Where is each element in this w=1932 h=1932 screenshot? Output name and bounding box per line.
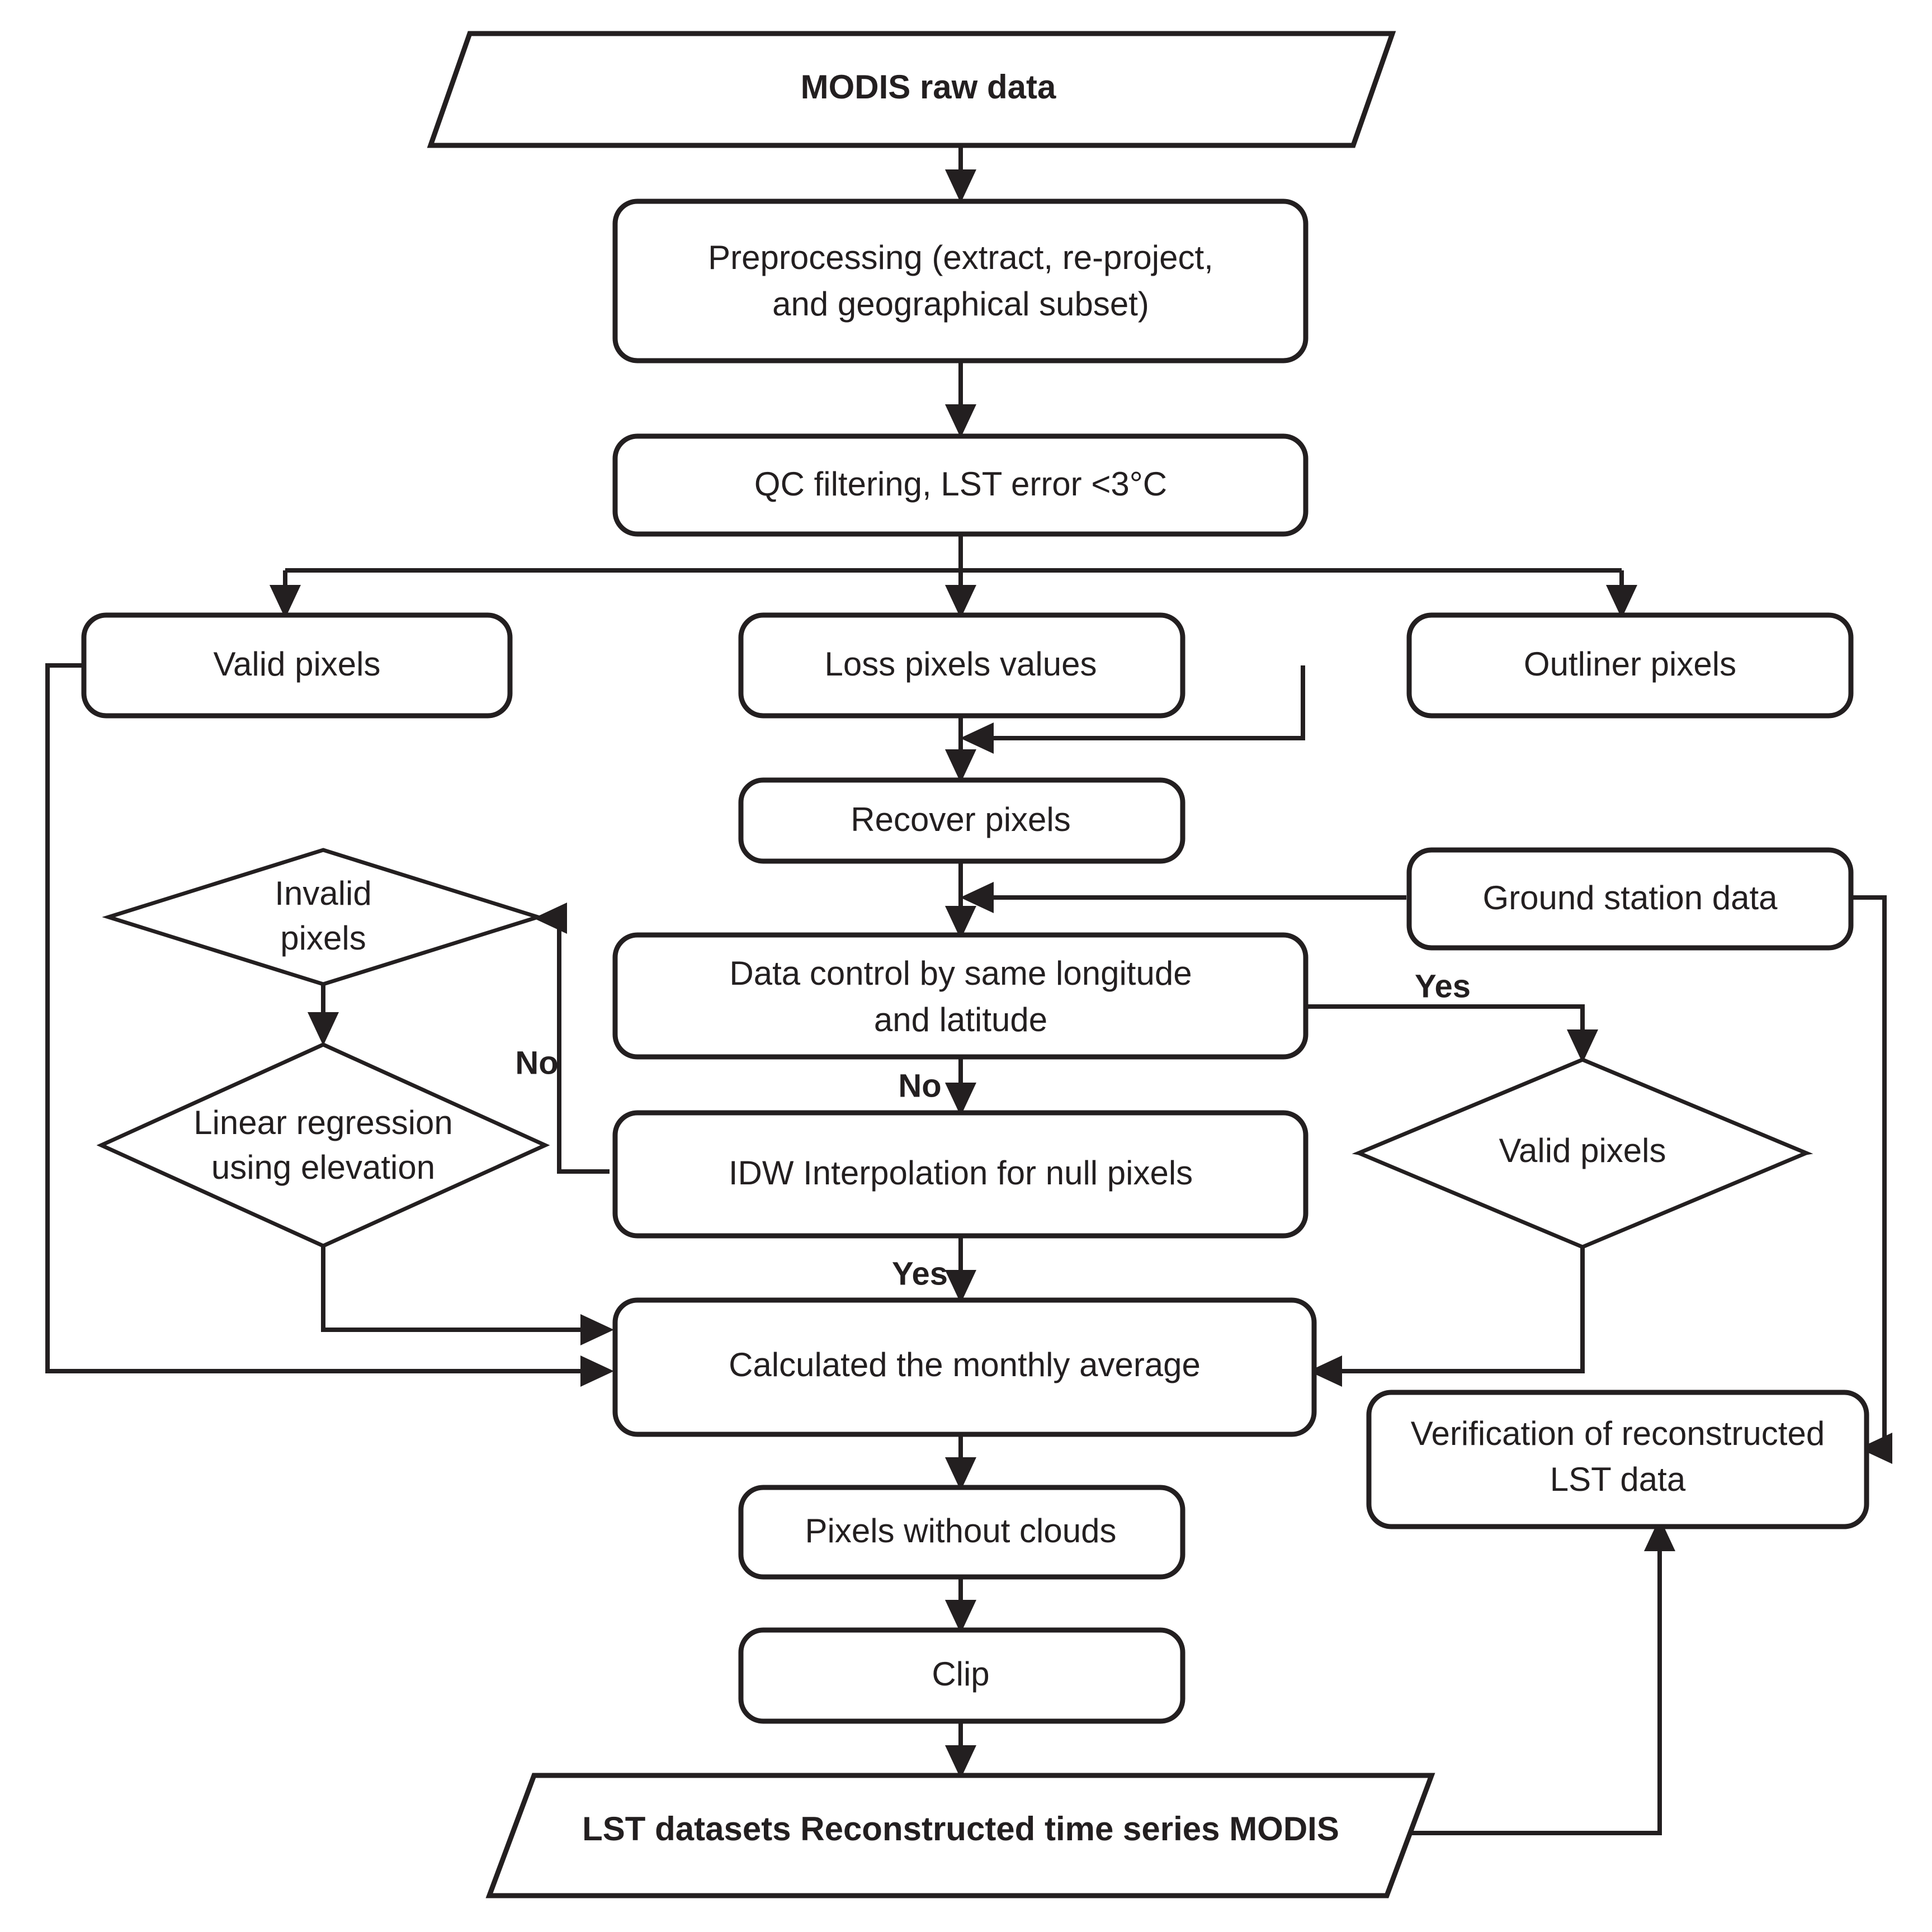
edge-datacontrol-yes-validdiamond xyxy=(1303,1004,1598,1063)
node-label-linear-regression-line2: using elevation xyxy=(211,1149,435,1186)
node-label-preprocessing-line2: and geographical subset) xyxy=(772,285,1149,323)
edge-linear-to-monthly xyxy=(321,1246,614,1345)
node-valid-pixels-box[interactable]: Valid pixels xyxy=(81,612,513,719)
node-recover-pixels[interactable]: Recover pixels xyxy=(738,777,1185,864)
edge-clouds-to-clip xyxy=(945,1577,976,1633)
edge-lst-to-verification xyxy=(1387,1518,1675,1835)
node-label-qc-filtering: QC filtering, LST error <3°C xyxy=(754,465,1167,503)
node-clip[interactable]: Clip xyxy=(738,1627,1185,1724)
node-label-verification-line2: LST data xyxy=(1550,1461,1686,1498)
edge-monthly-to-clouds xyxy=(945,1434,976,1491)
node-label-verification-line1: Verification of reconstructed xyxy=(1411,1415,1825,1452)
node-label-valid-pixels-box: Valid pixels xyxy=(213,645,380,683)
node-label-clip: Clip xyxy=(932,1655,989,1693)
node-idw-interpolation[interactable]: IDW Interpolation for null pixels xyxy=(612,1110,1309,1239)
node-qc-filtering[interactable]: QC filtering, LST error <3°C xyxy=(612,433,1309,537)
edge-ground-to-verification xyxy=(1851,895,1892,1464)
node-label-monthly-average: Calculated the monthly average xyxy=(729,1346,1201,1383)
edge-idw-yes-monthly xyxy=(945,1236,976,1303)
node-loss-pixels-values[interactable]: Loss pixels values xyxy=(738,612,1185,719)
edge-idw-no-invalidpixels xyxy=(533,903,610,1174)
node-label-modis-raw-data: MODIS raw data xyxy=(801,68,1056,106)
node-label-data-control-line1: Data control by same longitude xyxy=(729,955,1192,992)
node-label-lst-datasets: LST datasets Reconstructed time series M… xyxy=(582,1810,1339,1848)
edge-clip-to-lst xyxy=(945,1721,976,1779)
edge-outliner-to-loss xyxy=(960,665,1305,754)
edge-raw-to-preprocessing xyxy=(945,147,976,203)
node-outliner-pixels[interactable]: Outliner pixels xyxy=(1406,612,1854,719)
node-monthly-average[interactable]: Calculated the monthly average xyxy=(612,1297,1317,1437)
node-label-recover-pixels: Recover pixels xyxy=(851,801,1071,838)
node-valid-pixels-diamond[interactable]: Valid pixels xyxy=(1352,1057,1813,1249)
node-preprocessing[interactable]: Preprocessing (extract, re-project, and … xyxy=(612,199,1309,363)
edge-validdiamond-to-monthly xyxy=(1309,1191,1585,1387)
edge-loss-to-recover xyxy=(945,716,976,783)
node-modis-raw-data[interactable]: MODIS raw data xyxy=(427,31,1396,148)
node-linear-regression[interactable]: Linear regression using elevation xyxy=(96,1042,550,1248)
edge-label-yes-idw: Yes xyxy=(892,1255,948,1292)
edge-ground-to-datacontrol xyxy=(960,882,1406,913)
node-pixels-without-clouds[interactable]: Pixels without clouds xyxy=(738,1485,1185,1580)
node-label-loss-pixels-values: Loss pixels values xyxy=(825,645,1097,683)
edge-preprocessing-to-qc xyxy=(945,361,976,438)
edge-label-no-idw-loop: No xyxy=(515,1045,558,1081)
node-label-pixels-without-clouds: Pixels without clouds xyxy=(805,1512,1117,1550)
edge-validbox-to-monthly xyxy=(45,663,614,1387)
node-label-invalid-pixels-line2: pixels xyxy=(280,919,366,957)
edge-label-no-data-control: No xyxy=(898,1067,941,1104)
node-label-preprocessing-line1: Preprocessing (extract, re-project, xyxy=(708,239,1213,276)
node-label-valid-pixels-diamond: Valid pixels xyxy=(1499,1132,1666,1169)
edge-datacontrol-no-idw xyxy=(945,1057,976,1116)
node-label-ground-station-data: Ground station data xyxy=(1482,879,1778,917)
node-lst-datasets[interactable]: LST datasets Reconstructed time series M… xyxy=(485,1773,1435,1898)
edge-label-yes-data-control: Yes xyxy=(1415,968,1471,1004)
node-data-control[interactable]: Data control by same longitude and latit… xyxy=(612,932,1309,1060)
node-label-linear-regression-line1: Linear regression xyxy=(193,1104,453,1141)
node-ground-station-data[interactable]: Ground station data xyxy=(1406,847,1854,951)
edge-qc-split-bus xyxy=(270,534,1637,618)
node-verification[interactable]: Verification of reconstructed LST data xyxy=(1366,1390,1869,1529)
node-label-data-control-line2: and latitude xyxy=(874,1001,1047,1038)
node-invalid-pixels[interactable]: Invalid pixels xyxy=(102,848,545,986)
node-label-invalid-pixels-line1: Invalid xyxy=(275,875,371,912)
node-label-idw-interpolation: IDW Interpolation for null pixels xyxy=(729,1154,1193,1192)
node-label-outliner-pixels: Outliner pixels xyxy=(1524,645,1736,683)
